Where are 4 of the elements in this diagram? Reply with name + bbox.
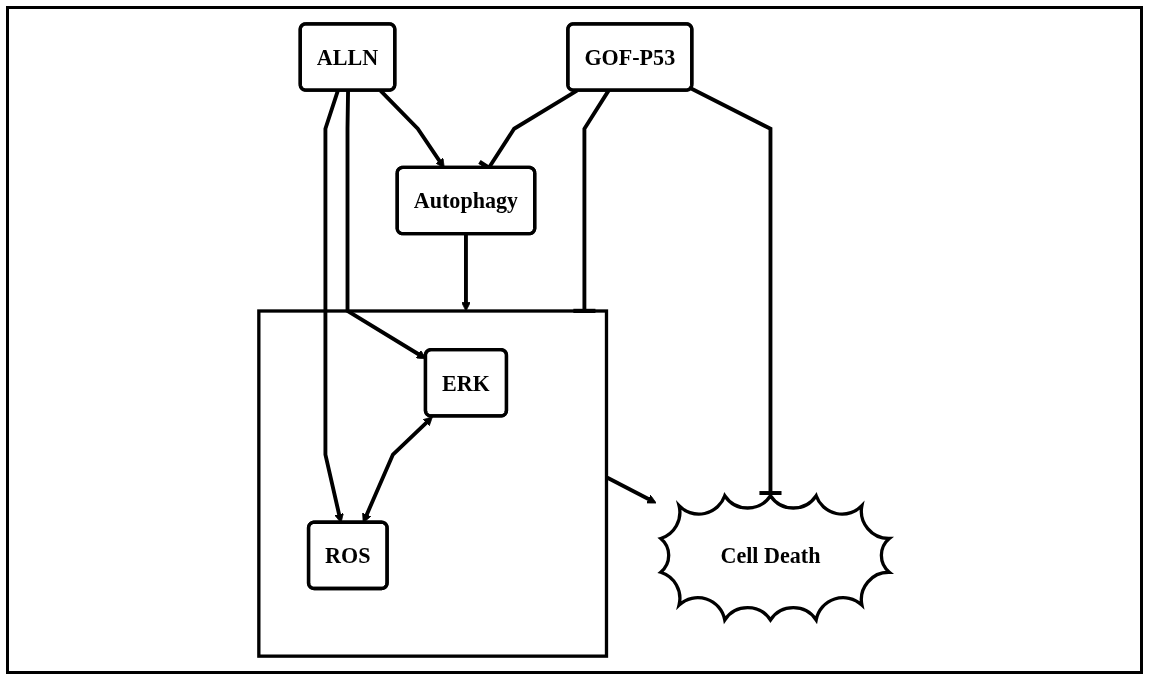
- arrow: [461, 233, 472, 312]
- connector: [690, 86, 785, 496]
- arrow: [606, 475, 658, 504]
- cluster: [257, 309, 609, 658]
